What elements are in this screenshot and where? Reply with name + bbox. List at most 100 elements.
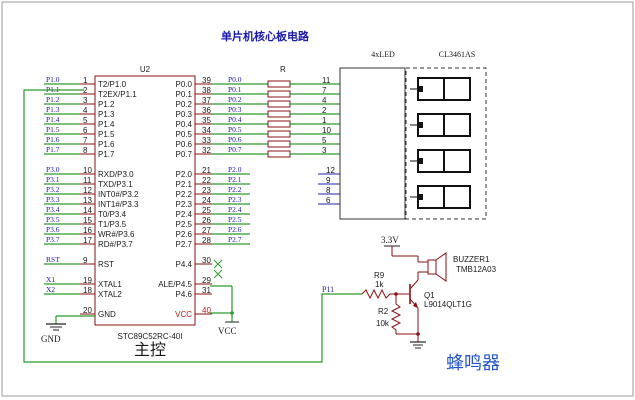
resistor-element <box>250 150 340 158</box>
pin-name: P1.6 <box>98 140 115 149</box>
pin-number: 27 <box>202 226 211 235</box>
pin-name: ALE/P4.5 <box>158 280 192 289</box>
pin-number: 9 <box>326 176 331 185</box>
pin-name: GND <box>98 310 116 319</box>
pin-name: P0.0 <box>176 80 193 89</box>
led-pin-11: 11 <box>322 76 331 85</box>
pin-number: 29 <box>202 276 211 285</box>
gnd-symbol <box>46 315 95 331</box>
pin-name: T2/P1.0 <box>98 80 127 89</box>
pin-name: P1.3 <box>98 110 115 119</box>
pin-name: RST <box>98 260 114 269</box>
resarray-ref: R <box>280 65 286 74</box>
mcu-ref: U2 <box>140 65 151 74</box>
pin-name: XTAL2 <box>98 290 122 299</box>
pin-name: P0.2 <box>176 100 193 109</box>
pin-number: 2 <box>322 106 327 115</box>
pin-number: 2 <box>83 86 88 95</box>
resistor-array <box>250 80 340 158</box>
buzzer-body <box>427 259 437 275</box>
net-label: X1 <box>46 275 55 284</box>
pin-name: TXD/P3.1 <box>98 180 133 189</box>
pin-number: 1 <box>322 116 327 125</box>
net-label: X2 <box>46 285 55 294</box>
pin-number: 28 <box>202 236 211 245</box>
mcu-right-pins: 39P0.0P0.038P0.1P0.137P0.2P0.236P0.3P0.3… <box>158 75 250 319</box>
pin-number: 10 <box>83 166 92 175</box>
led-pin-3: 3 <box>322 146 327 155</box>
net-label: P1.0 <box>46 75 60 84</box>
no-connect-x <box>213 259 223 269</box>
led-pin-6: 6 <box>318 196 340 205</box>
pin-number: 35 <box>202 116 211 125</box>
gnd-label: GND <box>41 334 61 344</box>
pin-name: T0/P3.4 <box>98 210 127 219</box>
net-label: P2.4 <box>228 205 242 214</box>
resistor-element <box>250 130 340 138</box>
supply-label: 3.3V <box>381 235 399 245</box>
pin-number: 16 <box>83 226 92 235</box>
pin-number: 8 <box>83 146 88 155</box>
pin-number: 6 <box>326 196 331 205</box>
net-label: P3.4 <box>46 205 60 214</box>
led-pin-1: 1 <box>322 116 327 125</box>
pin-name: P2.3 <box>176 200 193 209</box>
pin-name: P0.6 <box>176 140 193 149</box>
pin-name: P2.6 <box>176 230 193 239</box>
display-label: CL3461AS <box>439 50 475 59</box>
pin-number: 15 <box>83 216 92 225</box>
led-pin-12: 12 <box>318 166 340 175</box>
pin-name: INT0#/P3.2 <box>98 190 139 199</box>
pin-name: P1.2 <box>98 100 115 109</box>
pin-number: 17 <box>83 236 92 245</box>
net-label: P0.6 <box>228 135 242 144</box>
resistor-element <box>250 90 340 98</box>
vcc-symbol <box>210 285 239 323</box>
buzzer-circuit: P11 R9 1k R2 10k Q1 L9014QLT1G 3.3V <box>322 235 497 349</box>
pin-number: 3 <box>322 146 327 155</box>
pin-name: WR#/P3.6 <box>98 230 135 239</box>
net-label: P1.4 <box>46 115 60 124</box>
pin-number: 31 <box>202 286 211 295</box>
pin-name: RXD/P3.0 <box>98 170 134 179</box>
net-label: P3.2 <box>46 185 60 194</box>
net-label: P0.2 <box>228 95 242 104</box>
pin-name: P2.1 <box>176 180 193 189</box>
pin-name: P0.1 <box>176 90 193 99</box>
net-label: P3.7 <box>46 235 60 244</box>
mcu-pin-17: 17 RD#/P3.7 P3.7 <box>44 235 133 249</box>
net-label: P3.3 <box>46 195 60 204</box>
p11-net-label: P11 <box>322 285 334 294</box>
pin-name: P0.4 <box>176 120 193 129</box>
pin-number: 10 <box>322 126 331 135</box>
net-label: P3.0 <box>46 165 60 174</box>
pin-number: 5 <box>83 116 88 125</box>
display-outline <box>405 67 487 220</box>
pin-number: 11 <box>322 76 331 85</box>
pin-number: 26 <box>202 216 211 225</box>
pin-name: RD#/P3.7 <box>98 240 133 249</box>
resistor-element <box>250 80 340 88</box>
resistor-element <box>250 100 340 108</box>
pin-name: INT1#/P3.3 <box>98 200 139 209</box>
pin-number: 7 <box>83 136 88 145</box>
